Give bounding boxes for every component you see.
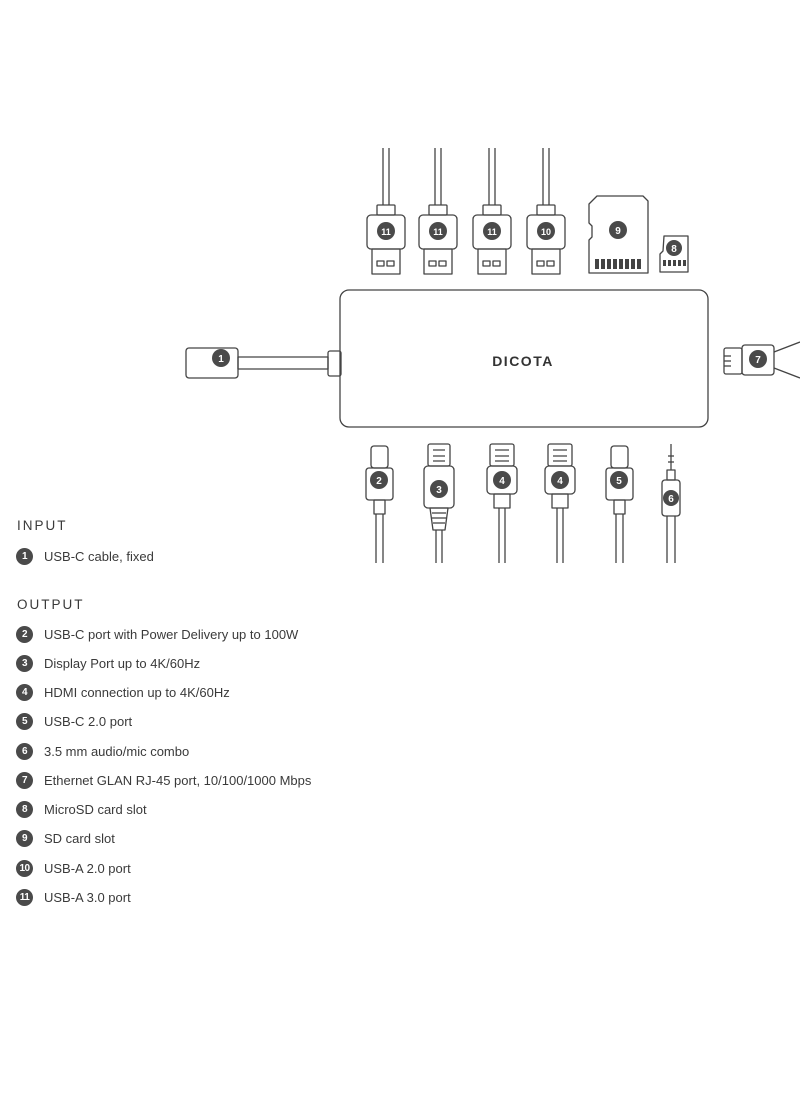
legend-badge: 8: [16, 800, 33, 818]
svg-text:3: 3: [436, 485, 442, 496]
svg-text:9: 9: [615, 226, 621, 237]
legend-item-5: 5 USB-C 2.0 port: [16, 711, 132, 731]
badge-displayport: 3: [430, 480, 448, 498]
usb-a-plug-3: [472, 148, 512, 275]
legend-item-3: 3 Display Port up to 4K/60Hz: [16, 653, 200, 673]
displayport-cable: [423, 443, 455, 563]
usbc-pd-cable: [365, 445, 394, 563]
svg-text:6: 6: [668, 494, 674, 505]
svg-text:2: 2: [376, 476, 382, 487]
svg-text:1: 1: [218, 354, 224, 365]
svg-text:11: 11: [381, 227, 391, 237]
badge-usb-a-2: 11: [429, 222, 447, 240]
svg-text:10: 10: [541, 227, 551, 237]
input-section-title: INPUT: [17, 518, 68, 533]
legend-badge: 2: [16, 625, 33, 643]
brand-logo: DICOTA: [492, 353, 554, 369]
legend-badge: 4: [16, 683, 33, 701]
legend-text: HDMI connection up to 4K/60Hz: [44, 684, 230, 700]
hdmi-cable-2: [544, 443, 576, 563]
svg-text:4: 4: [557, 476, 563, 487]
legend-badge: 1: [16, 547, 33, 565]
legend-badge: 7: [16, 771, 33, 789]
svg-text:7: 7: [755, 355, 761, 366]
legend-item-11: 11 USB-A 3.0 port: [16, 887, 131, 907]
svg-text:5: 5: [616, 476, 622, 487]
legend-badge: 5: [16, 712, 33, 730]
ethernet-cable: [723, 341, 800, 379]
legend-text: MicroSD card slot: [44, 801, 147, 817]
badge-ethernet: 7: [749, 350, 767, 368]
legend-item-7: 7 Ethernet GLAN RJ-45 port, 10/100/1000 …: [16, 770, 311, 790]
badge-usbc-pd: 2: [370, 471, 388, 489]
badge-usb-a-4: 10: [537, 222, 555, 240]
legend-text: 3.5 mm audio/mic combo: [44, 743, 190, 759]
legend-badge: 9: [16, 829, 33, 847]
usbc-2-cable: [605, 445, 634, 563]
legend-text: SD card slot: [44, 830, 115, 846]
legend-text: USB-C 2.0 port: [44, 713, 133, 729]
legend-text: USB-C cable, fixed: [44, 548, 154, 564]
svg-text:4: 4: [499, 476, 505, 487]
usb-a-plug-4: [526, 148, 566, 275]
legend-item-8: 8 MicroSD card slot: [16, 799, 147, 819]
legend-badge: 6: [16, 742, 33, 760]
badge-sd: 9: [609, 221, 627, 239]
legend-text: Display Port up to 4K/60Hz: [44, 655, 201, 671]
svg-text:8: 8: [671, 244, 677, 255]
hub-diagram: DICOTA 1 7 11 11 11 10 9: [185, 148, 800, 563]
audio-jack-cable: [661, 444, 681, 563]
legend-item-1: 1 USB-C cable, fixed: [16, 546, 154, 566]
diagram-badges: 1 7 11 11 11 10 9 8: [212, 221, 767, 506]
usb-a-plug-2: [418, 148, 458, 275]
legend-text: USB-A 2.0 port: [44, 860, 131, 876]
hdmi-cable-1: [486, 443, 518, 563]
sd-card: [588, 195, 649, 274]
legend-item-6: 6 3.5 mm audio/mic combo: [16, 741, 189, 761]
badge-hdmi-1: 4: [493, 471, 511, 489]
input-usbc-cable: [185, 347, 342, 379]
legend-item-2: 2 USB-C port with Power Delivery up to 1…: [16, 624, 298, 644]
badge-audio: 6: [663, 490, 679, 506]
legend-item-9: 9 SD card slot: [16, 828, 115, 848]
legend-text: Ethernet GLAN RJ-45 port, 10/100/1000 Mb…: [44, 772, 312, 788]
hub-body: [339, 289, 709, 428]
badge-input: 1: [212, 349, 230, 367]
badge-usbc-2: 5: [610, 471, 628, 489]
badge-usb-a-1: 11: [377, 222, 395, 240]
badge-hdmi-2: 4: [551, 471, 569, 489]
legend-badge: 10: [16, 859, 33, 877]
legend-badge: 3: [16, 654, 33, 672]
svg-text:11: 11: [487, 227, 497, 237]
badge-microsd: 8: [666, 240, 682, 256]
legend-text: USB-C port with Power Delivery up to 100…: [44, 626, 299, 642]
legend-item-4: 4 HDMI connection up to 4K/60Hz: [16, 682, 230, 702]
svg-text:11: 11: [433, 227, 443, 237]
legend-item-10: 10 USB-A 2.0 port: [16, 858, 131, 878]
legend-text: USB-A 3.0 port: [44, 889, 131, 905]
output-section-title: OUTPUT: [17, 597, 85, 612]
legend-badge: 11: [16, 888, 33, 906]
microsd-card: [659, 235, 689, 273]
usb-a-plug-1: [366, 148, 406, 275]
badge-usb-a-3: 11: [483, 222, 501, 240]
